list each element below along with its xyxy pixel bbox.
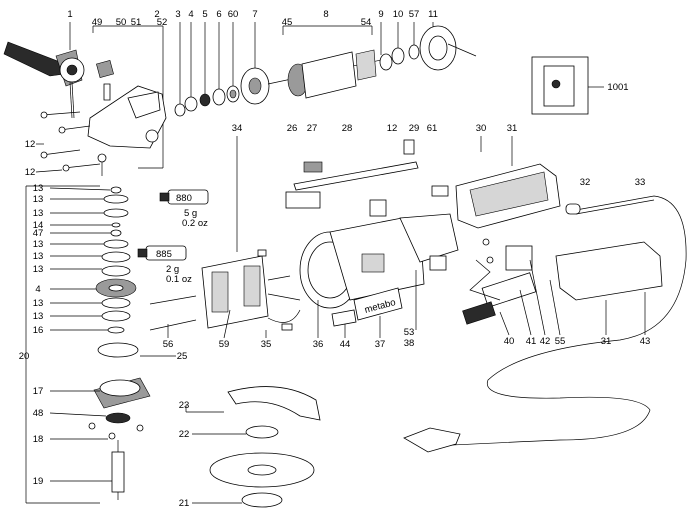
label-29: 29 bbox=[409, 123, 420, 134]
label-61: 61 bbox=[427, 123, 438, 134]
grease-885-code: 885 bbox=[156, 249, 172, 260]
label-1001: 1001 bbox=[607, 82, 628, 93]
label-13e: 13 bbox=[33, 251, 44, 262]
leader-lines bbox=[25, 22, 434, 504]
label-54: 54 bbox=[361, 17, 372, 28]
armature bbox=[267, 44, 420, 99]
label-7: 7 bbox=[252, 9, 257, 20]
switch-rod bbox=[285, 139, 449, 217]
washer-stack bbox=[88, 186, 151, 500]
label-50: 50 bbox=[116, 17, 127, 28]
label-4b: 4 bbox=[35, 284, 40, 295]
grease-tube-885 bbox=[137, 245, 187, 261]
label-53: 53 bbox=[404, 327, 415, 338]
screws-left bbox=[40, 111, 101, 172]
label-42: 42 bbox=[540, 336, 551, 347]
label-31a: 31 bbox=[507, 123, 518, 134]
label-19: 19 bbox=[33, 476, 44, 487]
label-52: 52 bbox=[157, 17, 168, 28]
grease-880-qty: 5 g bbox=[184, 208, 197, 219]
label-37: 37 bbox=[375, 339, 386, 350]
bearings-row bbox=[174, 67, 270, 117]
label-28: 28 bbox=[342, 123, 353, 134]
label-8: 8 bbox=[323, 9, 328, 20]
grease-880-oz: 0.2 oz bbox=[182, 218, 208, 229]
part-number-labels: 1 2 49 50 51 52 3 4 5 6 60 7 8 45 54 9 1… bbox=[19, 9, 651, 509]
power-cable bbox=[403, 195, 687, 453]
label-18: 18 bbox=[33, 434, 44, 445]
label-55: 55 bbox=[555, 336, 566, 347]
label-10: 10 bbox=[393, 9, 404, 20]
grease-tube-880 bbox=[159, 189, 209, 205]
label-34: 34 bbox=[232, 123, 243, 134]
bottom-leaders bbox=[167, 136, 646, 339]
label-13a: 13 bbox=[33, 183, 44, 194]
grease-880-code: 880 bbox=[176, 193, 192, 204]
label-33: 33 bbox=[635, 177, 646, 188]
label-6: 6 bbox=[216, 9, 221, 20]
label-22: 22 bbox=[179, 429, 190, 440]
label-4: 4 bbox=[188, 9, 193, 20]
label-57: 57 bbox=[409, 9, 420, 20]
label-17: 17 bbox=[33, 386, 44, 397]
label-59: 59 bbox=[219, 339, 230, 350]
label-40: 40 bbox=[504, 336, 515, 347]
label-23: 23 bbox=[179, 400, 190, 411]
label-49: 49 bbox=[92, 17, 103, 28]
label-47: 47 bbox=[33, 228, 44, 239]
label-1: 1 bbox=[67, 9, 72, 20]
wheel-guard bbox=[209, 386, 321, 508]
label-leaders bbox=[35, 143, 246, 504]
label-27: 27 bbox=[307, 123, 318, 134]
label-16: 16 bbox=[33, 325, 44, 336]
label-2: 2 bbox=[154, 9, 159, 20]
label-26: 26 bbox=[287, 123, 298, 134]
label-51: 51 bbox=[131, 17, 142, 28]
label-36: 36 bbox=[313, 339, 324, 350]
label-13c: 13 bbox=[33, 208, 44, 219]
label-11: 11 bbox=[428, 9, 438, 20]
grease-885-oz: 0.1 oz bbox=[166, 274, 192, 285]
label-21: 21 bbox=[179, 498, 190, 509]
label-35: 35 bbox=[261, 339, 272, 350]
label-13h: 13 bbox=[33, 311, 44, 322]
label-9: 9 bbox=[378, 9, 383, 20]
label-44: 44 bbox=[340, 339, 351, 350]
label-31b: 31 bbox=[601, 336, 612, 347]
handle-shell-upper bbox=[455, 163, 561, 229]
label-12a: 12 bbox=[25, 139, 36, 150]
side-handle bbox=[3, 41, 85, 119]
gear-housing bbox=[87, 60, 167, 176]
label-56: 56 bbox=[163, 339, 174, 350]
label-30: 30 bbox=[476, 123, 487, 134]
label-13f: 13 bbox=[33, 264, 44, 275]
stator bbox=[149, 249, 301, 331]
label-32: 32 bbox=[580, 177, 591, 188]
inset-box bbox=[531, 56, 604, 115]
motor-housing bbox=[299, 213, 459, 309]
label-48: 48 bbox=[33, 408, 44, 419]
label-38: 38 bbox=[404, 338, 415, 349]
grease-labels: 880 5 g 0.2 oz 885 2 g 0.1 oz bbox=[156, 193, 208, 285]
label-60: 60 bbox=[228, 9, 239, 20]
electronics bbox=[429, 238, 537, 325]
label-41: 41 bbox=[526, 336, 537, 347]
label-13b: 13 bbox=[33, 194, 44, 205]
label-25: 25 bbox=[177, 351, 188, 362]
label-12b: 12 bbox=[25, 167, 36, 178]
label-13g: 13 bbox=[33, 298, 44, 309]
fan-baffle bbox=[419, 25, 477, 71]
label-43: 43 bbox=[640, 336, 651, 347]
label-3: 3 bbox=[175, 9, 180, 20]
name-plate bbox=[331, 287, 403, 327]
label-45: 45 bbox=[282, 17, 293, 28]
label-5: 5 bbox=[202, 9, 207, 20]
handle-shell-lower bbox=[555, 241, 663, 301]
label-14: 14 bbox=[33, 220, 44, 231]
label-20: 20 bbox=[19, 351, 30, 362]
label-13d: 13 bbox=[33, 239, 44, 250]
grease-885-qty: 2 g bbox=[166, 264, 179, 275]
label-12c: 12 bbox=[387, 123, 398, 134]
